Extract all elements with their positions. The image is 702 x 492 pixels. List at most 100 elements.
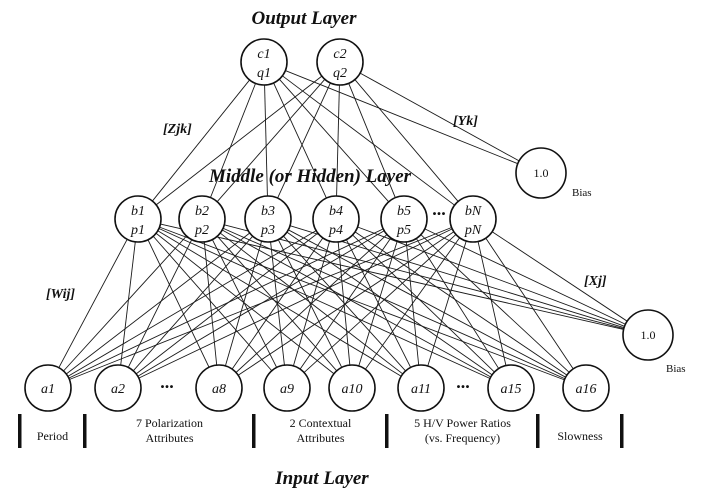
connection-line xyxy=(224,240,263,367)
weight-label-z: [Zjk] xyxy=(163,122,192,137)
node-circle xyxy=(562,364,610,412)
connection-line xyxy=(210,83,256,198)
connection-line xyxy=(138,228,453,379)
input-layer-title: Input Layer xyxy=(274,468,369,489)
connection-line xyxy=(221,229,492,378)
weight-label-x: [Xj] xyxy=(584,274,607,289)
node-label-bottom: q2 xyxy=(333,66,347,81)
node-label-bottom: pN xyxy=(464,223,482,238)
node-label-bottom: p2 xyxy=(194,223,209,238)
labels: Output Layer Middle (or Hidden) Layer In… xyxy=(46,8,686,489)
connection-line xyxy=(67,230,317,377)
connection-line xyxy=(285,70,518,165)
connection-line xyxy=(235,234,388,373)
node-circle xyxy=(328,364,376,412)
node-label-top: b5 xyxy=(397,204,411,219)
group-label-2-line-1: 7 Polarization xyxy=(136,416,203,430)
connection-line xyxy=(127,239,193,368)
node-label-top: b4 xyxy=(329,204,343,219)
node-circle xyxy=(312,195,360,243)
input-node-7: a15 xyxy=(487,364,535,412)
connection-line xyxy=(282,75,455,206)
hidden-bias-label: Bias xyxy=(572,187,592,199)
input-ellipsis-2: ... xyxy=(456,372,470,392)
connection-line xyxy=(224,224,624,330)
connection-line xyxy=(68,228,384,379)
node-circle xyxy=(195,364,243,412)
node-label: a9 xyxy=(280,382,294,397)
input-node-4: a9 xyxy=(263,364,311,412)
group-label-3-line-1: 2 Contextual xyxy=(290,416,352,430)
connection-line xyxy=(237,231,455,376)
connection-line xyxy=(222,227,566,380)
connection-line xyxy=(160,223,624,330)
input-bias-node: 1.0 xyxy=(622,309,674,361)
connection-line xyxy=(264,84,268,197)
node-circle xyxy=(94,364,142,412)
node-label: a15 xyxy=(501,382,522,397)
connection-line xyxy=(357,226,625,327)
node-circle xyxy=(487,364,535,412)
input-node-2: a2 xyxy=(94,364,142,412)
group-label-5: Slowness xyxy=(557,429,603,443)
hidden-layer-title: Middle (or Hidden) Layer xyxy=(208,166,412,187)
node-label: a2 xyxy=(111,382,125,397)
connection-line xyxy=(147,239,210,368)
node-circle xyxy=(240,38,288,86)
node-circle xyxy=(449,195,497,243)
connection-line xyxy=(152,235,273,372)
connection-line xyxy=(415,238,500,369)
node-circle xyxy=(114,195,162,243)
connection-line xyxy=(216,78,326,203)
input-ellipsis-1: ... xyxy=(160,372,174,392)
weight-label-w: [Wij] xyxy=(46,287,75,302)
connection-line xyxy=(63,235,187,372)
group-separator xyxy=(18,414,22,448)
connection-line xyxy=(278,78,390,203)
connection-line xyxy=(491,231,628,322)
node-circle xyxy=(380,195,428,243)
group-label-2-line-2: Attributes xyxy=(146,431,194,445)
connection-line xyxy=(120,241,136,366)
connection-line xyxy=(359,72,520,162)
node-label-top: c1 xyxy=(257,47,270,62)
node-label-bottom: p3 xyxy=(260,223,275,238)
group-separator xyxy=(620,414,624,448)
connection-line xyxy=(273,82,327,199)
weight-label-y: [Yk] xyxy=(453,114,478,129)
connection-line xyxy=(365,237,460,370)
connection-line xyxy=(231,237,324,370)
connection-line xyxy=(289,225,625,329)
node-label: a10 xyxy=(342,382,363,397)
connection-line xyxy=(157,230,402,377)
connection-line xyxy=(283,235,406,372)
group-label-4-line-2: (vs. Frequency) xyxy=(425,431,500,445)
hidden-ellipsis: ... xyxy=(432,199,446,219)
node-label: a8 xyxy=(212,382,226,397)
input-node-6: a11 xyxy=(397,364,445,412)
connection-line xyxy=(69,227,452,380)
connection-line xyxy=(354,79,459,202)
connection-line xyxy=(58,239,128,368)
output-layer-title: Output Layer xyxy=(251,8,357,29)
node-label-top: bN xyxy=(465,204,482,219)
connection-line xyxy=(336,84,340,197)
connection-line xyxy=(303,234,457,373)
hidden-node-6: bN pN xyxy=(449,195,497,243)
group-separator xyxy=(252,414,256,448)
group-label-3-line-2: Attributes xyxy=(297,431,345,445)
connection-line xyxy=(158,228,491,379)
connection-line xyxy=(277,239,343,368)
connection-line xyxy=(277,82,331,199)
connection-line xyxy=(152,79,250,202)
connection-line xyxy=(211,239,278,368)
connections xyxy=(58,70,628,381)
hidden-bias-node: 1.0 xyxy=(515,147,567,199)
node-label: a11 xyxy=(411,382,431,397)
group-separator xyxy=(385,414,389,448)
